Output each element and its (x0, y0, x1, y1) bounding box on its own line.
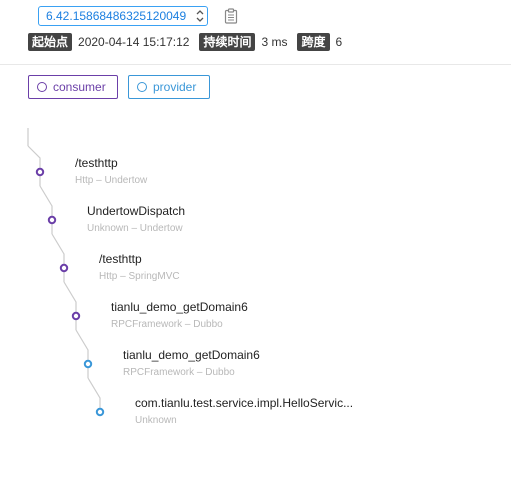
span-count-value: 6 (335, 35, 343, 49)
tree-connector (39, 185, 53, 220)
legend-provider-button[interactable]: provider (128, 75, 210, 99)
legend-consumer-label: consumer (53, 80, 106, 94)
start-time-value: 2020-04-14 15:17:12 (78, 35, 190, 49)
tree-connector (27, 145, 41, 172)
span-subtitle: Http – SpringMVC (99, 271, 180, 282)
span-dot-consumer[interactable] (35, 167, 45, 177)
span-subtitle: Http – Undertow (75, 175, 148, 186)
legend-consumer-button[interactable]: consumer (28, 75, 118, 99)
select-arrows-icon (196, 10, 204, 22)
span-dot-consumer[interactable] (59, 263, 69, 273)
legend-provider-label: provider (153, 80, 197, 94)
span-title: /testhttp (99, 252, 142, 266)
span-title: tianlu_demo_getDomain6 (123, 348, 260, 362)
span-title: /testhttp (75, 156, 118, 170)
trace-meta: 起始点 2020-04-14 15:17:12 持续时间 3 ms 跨度 6 (28, 32, 352, 52)
span-subtitle: Unknown – Undertow (87, 223, 183, 234)
span-title: com.tianlu.test.service.impl.HelloServic… (135, 396, 354, 410)
tree-connector (51, 233, 65, 268)
span-title: tianlu_demo_getDomain6 (111, 300, 248, 314)
span-dot-provider[interactable] (95, 407, 105, 417)
span-dot-provider[interactable] (83, 359, 93, 369)
trace-id-value: 6.42.15868486325120049 (46, 9, 187, 23)
start-time-tag: 起始点 (28, 33, 73, 51)
tree-connector (63, 281, 77, 316)
span-count-tag: 跨度 (297, 33, 330, 51)
provider-ring-icon (137, 82, 147, 92)
tree-connector (75, 329, 89, 364)
duration-value: 3 ms (261, 35, 288, 49)
span-node[interactable]: com.tianlu.test.service.impl.HelloServic… (135, 395, 353, 428)
duration-tag: 持续时间 (199, 33, 256, 51)
clipboard-icon[interactable] (224, 8, 238, 24)
header-divider (0, 64, 511, 65)
tree-connector (87, 377, 101, 412)
trace-id-select[interactable]: 6.42.15868486325120049 (38, 6, 208, 26)
consumer-ring-icon (37, 82, 47, 92)
span-subtitle: RPCFramework – Dubbo (123, 367, 235, 378)
span-dot-consumer[interactable] (47, 215, 57, 225)
span-subtitle: Unknown (135, 415, 177, 426)
span-dot-consumer[interactable] (71, 311, 81, 321)
span-title: UndertowDispatch (87, 204, 186, 218)
span-subtitle: RPCFramework – Dubbo (111, 319, 223, 330)
trace-tree-lines (27, 128, 105, 417)
